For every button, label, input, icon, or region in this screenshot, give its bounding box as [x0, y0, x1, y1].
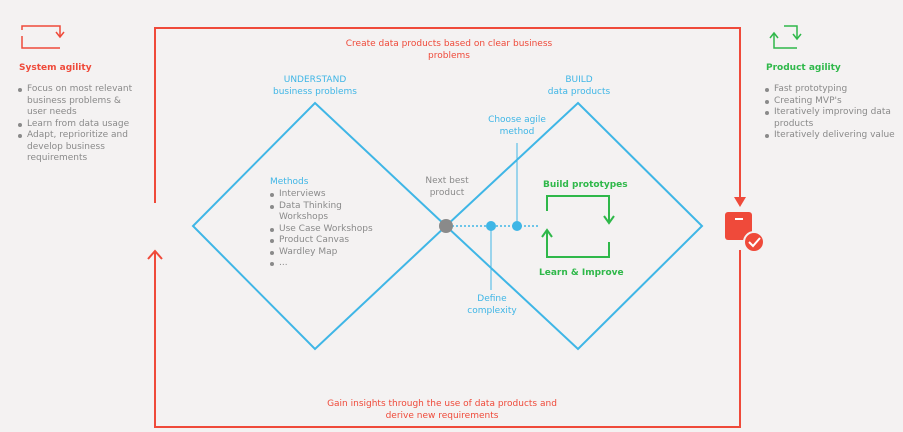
understand-title: UNDERSTAND: [283, 75, 347, 85]
loop-top-arrowhead: [734, 197, 746, 207]
understand-heading: UNDERSTAND business problems: [255, 74, 375, 98]
learn-improve-label: Learn & Improve: [539, 268, 624, 278]
system-agility-title: System agility: [19, 63, 92, 73]
system-agility-icon: [21, 25, 65, 49]
methods-title: Methods: [270, 177, 309, 187]
loop-top-text: Create data products based on clear busi…: [345, 39, 553, 61]
build-heading: BUILD data products: [519, 74, 639, 98]
build-diamond: [444, 101, 704, 351]
system-agility-item: Focus on most relevant business problems…: [18, 84, 136, 119]
product-agility-title: Product agility: [766, 63, 841, 73]
loop-bottom-line: [154, 250, 741, 428]
method-item: Use Case Workshops: [270, 224, 390, 236]
iteration-loop-top: [546, 195, 610, 222]
understand-subtitle: business problems: [272, 87, 357, 97]
product-agility-icon: [769, 25, 802, 49]
choose-method-node: [512, 221, 522, 231]
understand-diamond: [191, 101, 448, 351]
loop-top-line: [154, 27, 741, 203]
product-agility-item: Iteratively improving data products: [765, 107, 895, 130]
system-agility-item: Learn from data usage: [18, 119, 136, 131]
method-item: Data Thinking Workshops: [270, 201, 390, 224]
data-product-icon: [725, 212, 765, 253]
define-complexity-label: Define complexity: [467, 294, 517, 316]
loop-bottom-arrowhead: [147, 249, 163, 260]
method-item: Wardley Map: [270, 247, 390, 259]
next-best-product-label: Next best product: [425, 176, 469, 198]
iteration-loop-top-arrowhead: [603, 215, 615, 225]
build-subtitle: data products: [547, 87, 611, 97]
method-item: Product Canvas: [270, 235, 390, 247]
method-item: ...: [270, 258, 390, 270]
choose-agile-method-label: Choose agile method: [488, 115, 546, 137]
product-agility-item: Creating MVP's: [765, 96, 895, 108]
product-agility-item: Iteratively delivering value: [765, 130, 895, 142]
method-item: Interviews: [270, 189, 390, 201]
loop-bottom-text: Gain insights through the use of data pr…: [327, 399, 557, 421]
build-prototypes-label: Build prototypes: [543, 180, 628, 190]
system-agility-item: Adapt, reprioritize and develop business…: [18, 130, 136, 165]
define-complexity-node: [486, 221, 496, 231]
system-agility-list: Focus on most relevant business problems…: [18, 84, 136, 165]
iteration-loop-bottom-arrowhead: [541, 228, 553, 238]
product-agility-item: Fast prototyping: [765, 84, 895, 96]
build-title: BUILD: [565, 75, 593, 85]
next-best-product-node: [439, 219, 453, 233]
iteration-loop-bottom: [546, 231, 610, 258]
